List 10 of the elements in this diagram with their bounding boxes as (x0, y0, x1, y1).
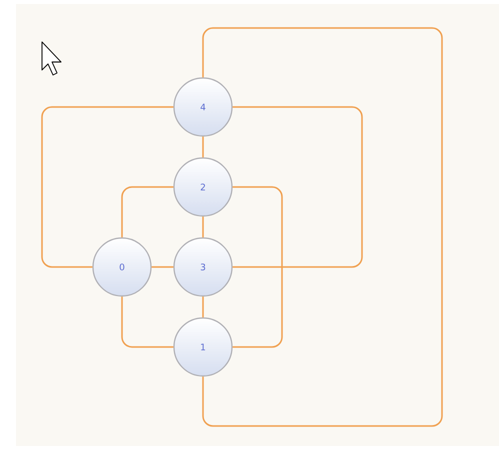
connector-line (202, 136, 204, 158)
connector-line (202, 216, 204, 238)
connector-line (121, 296, 174, 348)
connector-line (41, 106, 174, 268)
connector-line (121, 186, 174, 238)
connector-line (232, 186, 283, 348)
connector-line (232, 106, 363, 268)
connector-line (202, 296, 204, 318)
connector-line (152, 266, 174, 268)
connector-line (202, 27, 443, 427)
